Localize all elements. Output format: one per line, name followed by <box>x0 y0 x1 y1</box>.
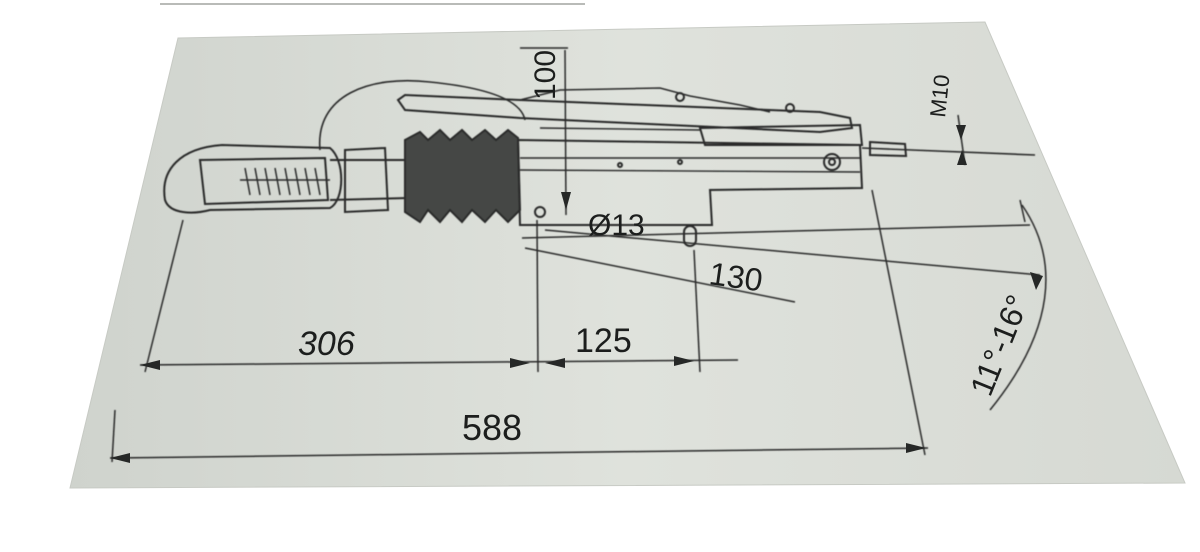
dim-m10: M10 <box>925 73 954 118</box>
brake-cable <box>861 147 1036 156</box>
coupling-inner <box>198 156 330 206</box>
dim-125: 125 <box>575 322 632 360</box>
dimension-lines <box>109 47 1047 463</box>
paper-sheet <box>69 21 1186 489</box>
dim-diameter-13: Ø13 <box>588 209 645 242</box>
angle-arc <box>989 204 1047 411</box>
nut <box>823 153 841 171</box>
coupling-drawing <box>163 79 1036 247</box>
arrowheads <box>110 125 1043 463</box>
coupling-head <box>163 143 343 214</box>
dim-130: 130 <box>707 255 765 298</box>
dim-100: 100 <box>529 50 562 100</box>
dim-588: 588 <box>462 407 522 448</box>
bellows <box>404 128 522 224</box>
mounting-hole-1 <box>534 206 546 218</box>
spring-detail <box>244 167 321 196</box>
mounting-hole-2 <box>683 225 697 247</box>
handbrake-lever <box>396 93 854 134</box>
dim-306: 306 <box>298 325 355 363</box>
